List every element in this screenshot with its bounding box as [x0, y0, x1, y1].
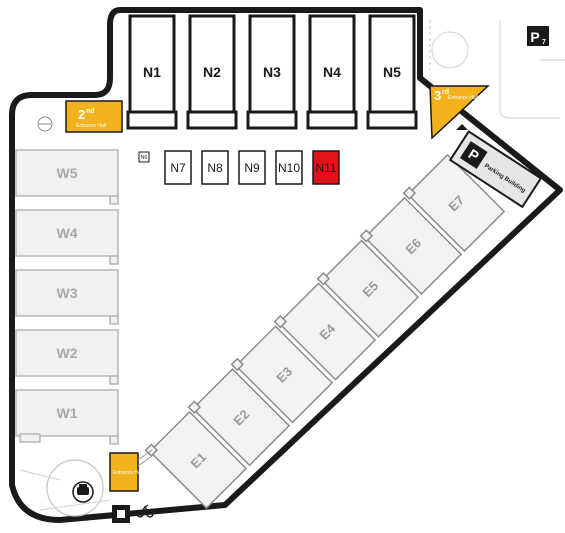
arrow-icon — [456, 124, 468, 130]
entrance-3rd-number: 3 — [434, 88, 441, 103]
entrance-3rd-sup: rd — [442, 89, 449, 96]
north-units: N1 N2 N3 N4 N5 — [126, 14, 418, 130]
booth-n9[interactable]: N9 — [238, 150, 266, 185]
unit-w5[interactable]: W5 — [15, 149, 119, 205]
unit-e6[interactable]: E6 — [359, 195, 463, 295]
unit-label: N3 — [263, 64, 281, 80]
bicycle-icon — [136, 504, 154, 518]
svg-text:7: 7 — [542, 39, 546, 46]
booth-label: N7 — [170, 161, 186, 175]
unit-n1[interactable]: N1 — [126, 14, 178, 130]
svg-text:P: P — [530, 29, 539, 45]
building-outline — [9, 7, 563, 523]
car-icon — [72, 481, 94, 503]
unit-n5[interactable]: N5 — [366, 14, 418, 130]
unit-n4[interactable]: N4 — [306, 14, 358, 130]
corner-parking-sign[interactable]: P 7 — [527, 26, 549, 46]
booth-n7[interactable]: N7 — [164, 150, 192, 185]
unit-e5[interactable]: E5 — [316, 238, 420, 338]
unit-w3[interactable]: W3 — [15, 269, 119, 325]
entrance-2nd[interactable]: 2 nd Entrance Hall — [65, 100, 123, 133]
unit-w4[interactable]: W4 — [15, 209, 119, 265]
entrance-2nd-sup: nd — [86, 108, 95, 115]
unit-n3[interactable]: N3 — [246, 14, 298, 130]
unit-e3[interactable]: E3 — [230, 323, 334, 424]
booth-n11[interactable]: N11 — [312, 150, 340, 185]
booth-label: N10 — [278, 161, 300, 175]
booth-label: N9 — [244, 161, 260, 175]
lower-left-roads — [19, 459, 111, 517]
tag-n6: N6 — [138, 151, 150, 163]
unit-label: N4 — [323, 64, 341, 80]
unit-e2[interactable]: E2 — [187, 366, 291, 467]
north-booths: N7 N8 N9 N10 N11 — [164, 150, 340, 185]
unit-label: W4 — [57, 225, 78, 241]
booth-n8[interactable]: N8 — [201, 150, 229, 185]
door-icon — [112, 505, 130, 523]
unit-label: N5 — [383, 64, 401, 80]
parking-icon — [459, 141, 488, 169]
entrance-lower[interactable]: Entrance Hall — [109, 452, 143, 492]
unit-w1[interactable]: W1 — [15, 389, 119, 445]
tag-n6-label: N6 — [141, 155, 148, 161]
unit-e4[interactable]: E4 — [273, 281, 377, 381]
booth-label: N8 — [207, 161, 223, 175]
unit-label: W2 — [57, 345, 78, 361]
entrance-3rd[interactable]: 3 rd Entrance Hall — [429, 85, 490, 140]
entrance-2nd-text: Entrance Hall — [76, 123, 106, 129]
booth-n10[interactable]: N10 — [275, 150, 303, 185]
entrance-lower-text: Entrance Hall — [113, 470, 143, 476]
road-markings — [429, 20, 565, 119]
unit-label: W1 — [57, 405, 78, 421]
unit-n2[interactable]: N2 — [186, 14, 238, 130]
unit-w2[interactable]: W2 — [15, 329, 119, 385]
unit-label: N2 — [203, 64, 221, 80]
entrance-2nd-number: 2 — [78, 107, 85, 122]
parking-building-sign[interactable]: P Parking Building — [448, 130, 543, 209]
unit-e7[interactable]: E7 — [402, 152, 506, 253]
entrance-3rd-text: Entrance Hall — [448, 95, 478, 101]
booth-label: N11 — [315, 161, 336, 175]
unit-e1[interactable]: E1 — [144, 409, 248, 510]
unit-label: W3 — [57, 285, 78, 301]
unit-label: N1 — [143, 64, 161, 80]
unit-label: W5 — [57, 165, 78, 181]
